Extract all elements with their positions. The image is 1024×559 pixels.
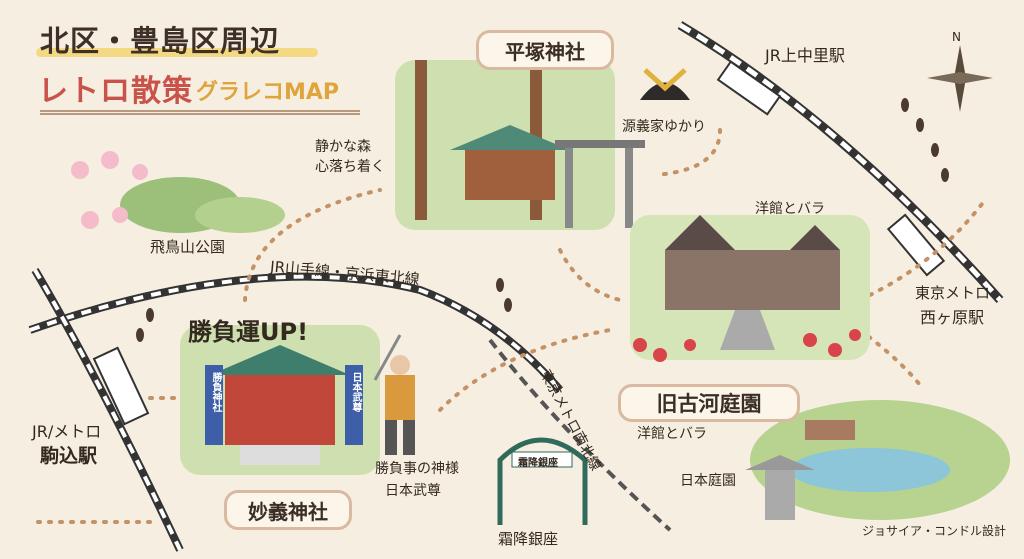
mansion-rose-note: 洋館とバラ xyxy=(755,201,825,217)
nishigahara-line2: 西ヶ原駅 xyxy=(920,308,985,327)
asukayama-label: 飛鳥山公園 xyxy=(150,238,226,256)
kaminakazato-station-label: JR上中里駅 xyxy=(765,46,845,65)
nishigahara-station-icon xyxy=(886,213,946,277)
kyu-furukawa-mansion-illustration xyxy=(630,215,870,362)
forest-note-line1: 静かな森 xyxy=(315,139,371,155)
komagome-line2: 駒込駅 xyxy=(40,445,98,467)
shimofuri-label: 霜降銀座 xyxy=(498,530,559,548)
shimofuri-ginza-gate xyxy=(497,437,588,525)
namboku-line xyxy=(488,338,672,532)
god-note-line2: 日本武尊 xyxy=(385,483,441,499)
shimofuri-sign: 霜降銀座 xyxy=(518,458,558,469)
komagome-line1: JR/メトロ xyxy=(32,422,102,441)
kaminakazato-station-icon xyxy=(716,60,782,116)
komagome-railway xyxy=(31,267,184,552)
hiratsuka-shrine-label: 平塚神社 xyxy=(476,30,614,70)
nishigahara-line1: 東京メトロ xyxy=(915,284,991,302)
stone-lantern-icon xyxy=(745,455,815,470)
sakura-icon xyxy=(71,151,148,229)
compass-rose-icon xyxy=(927,45,993,112)
title-line2-main: レトロ散策 xyxy=(38,74,193,109)
luck-up-label: 勝負運UP! xyxy=(188,318,309,346)
yamanote-railway xyxy=(28,272,564,393)
japanese-garden-label: 日本庭園 xyxy=(680,473,736,489)
japanese-garden-illustration xyxy=(745,400,1010,520)
banner-right: 日本武尊 xyxy=(350,372,361,412)
designer-note: ジョサイア・コンドル設計 xyxy=(862,524,1007,538)
myogi-shrine-label: 妙義神社 xyxy=(224,490,352,530)
title-underline xyxy=(40,110,360,115)
jr-railway-east xyxy=(677,21,1004,303)
mansion-rose-note-left: 洋館とバラ xyxy=(637,426,707,442)
kabuto-helmet-icon xyxy=(640,68,690,100)
hiratsuka-shrine-illustration xyxy=(395,60,645,230)
samurai-icon xyxy=(373,334,415,455)
title-line2-sub: グラレコMAP xyxy=(196,80,340,105)
compass-north-label: N xyxy=(952,30,961,44)
komagome-station-icon xyxy=(92,346,150,426)
title-line1: 北区・豊島区周辺 xyxy=(40,24,281,58)
god-note-line1: 勝負事の神様 xyxy=(375,461,459,477)
hiratsuka-note: 源義家ゆかり xyxy=(622,119,706,135)
banner-left: 勝負神社 xyxy=(210,372,221,412)
title-highlight xyxy=(36,48,318,57)
forest-note-line2: 心落ち着く xyxy=(315,159,385,175)
kyu-furukawa-label: 旧古河庭園 xyxy=(618,384,800,422)
footprints-icon xyxy=(136,98,949,342)
myogi-shrine-illustration xyxy=(180,325,380,475)
